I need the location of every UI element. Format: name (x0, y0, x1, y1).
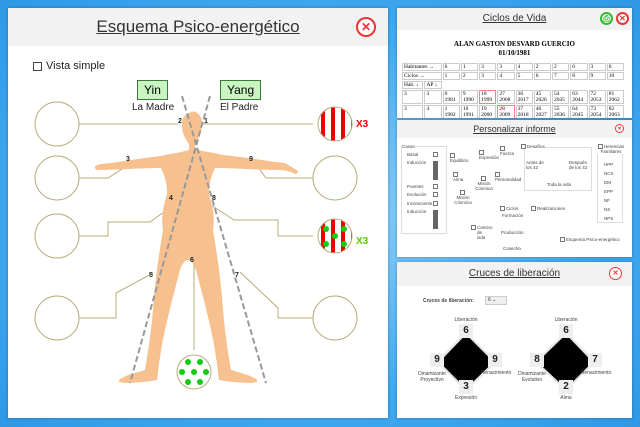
point-3: 3 (126, 156, 130, 163)
point-9: 9 (249, 156, 253, 163)
point-2: 2 (178, 118, 182, 125)
herencia-item: NPS (604, 216, 614, 221)
bottom_label-text: Expresión (454, 395, 478, 401)
x3-green: X3 (356, 236, 369, 247)
bottom-box: 3 (459, 380, 473, 394)
panel-title: Personalizar informe (473, 124, 556, 134)
close-button[interactable]: ✕ (356, 17, 376, 37)
point-7: 7 (235, 272, 239, 279)
el-padre-label: El Padre (220, 102, 259, 113)
renacimiento-box: 7 (588, 353, 602, 367)
panel-header: Ciclos de Vida ⎙ ✕ (397, 8, 632, 30)
close-button[interactable]: ✕ (616, 12, 629, 25)
yang-tag: Yang (220, 80, 262, 100)
top_label-text: Liberación (454, 317, 478, 323)
point-1: 1 (204, 118, 208, 125)
energy-circle (312, 295, 358, 341)
person-name: ALAN GASTON DESVARD GUERCIO (454, 40, 575, 48)
energy-circle (34, 213, 80, 259)
energy-circle (312, 155, 358, 201)
checkbox-icon (33, 61, 42, 71)
panel-header: Cruces de liberación ✕ (397, 262, 632, 286)
close-button[interactable]: ✕ (615, 124, 624, 133)
x3-red: X3 (356, 119, 369, 130)
left_label-text: Dinamizante Evolutivo (518, 371, 546, 383)
yin-tag: Yin (137, 80, 168, 100)
herencia-item: HPP (604, 162, 614, 167)
birth-date: 01/10/1981 (498, 49, 531, 57)
point-8: 8 (212, 195, 216, 202)
bottom-box: 2 (559, 380, 573, 394)
cruces-select[interactable]: 6 ⌄ (485, 296, 507, 305)
energy-circle (34, 101, 80, 147)
left_label-text: Dinamizante Proyectivo (418, 371, 446, 383)
panel-title: Esquema Psico-energético (96, 17, 300, 36)
point-6: 6 (190, 257, 194, 264)
panel-header: Esquema Psico-energético ✕ (8, 8, 388, 46)
herencia-item: NS (604, 207, 611, 212)
point-5: 5 (149, 272, 153, 279)
herencia-item: DM (604, 180, 611, 185)
panel-title: Cruces de liberación (468, 268, 561, 279)
liberacion-box: 6 (559, 324, 573, 338)
right_label-text: Renacimiento (480, 370, 512, 376)
point-4: 4 (169, 195, 173, 202)
panel-header: Personalizar informe ✕ (397, 120, 632, 138)
select-label: Cruces de liberación: (423, 298, 474, 304)
herencia-item: NCS (604, 171, 614, 176)
personalizar-panel: Personalizar informe ✕ Casas Basal Induc… (397, 120, 632, 257)
esquema-panel: Esquema Psico-energético ✕ Vista simple … (8, 8, 388, 418)
vista-simple-checkbox[interactable]: Vista simple (33, 60, 105, 72)
herencia-item: NF (604, 198, 610, 203)
herencia-item: EPP (604, 189, 614, 194)
renacimiento-box: 9 (488, 353, 502, 367)
top_label-text: Liberación (554, 317, 578, 323)
energy-circle-green-dots (176, 354, 212, 390)
close-button[interactable]: ✕ (609, 267, 622, 280)
cruces-panel: Cruces de liberación ✕ Cruces de liberac… (397, 262, 632, 418)
right_label-text: Renacimiento (580, 370, 612, 376)
liberacion-box: 6 (459, 324, 473, 338)
dinamizante-box: 8 (530, 353, 544, 367)
panel-title: Ciclos de Vida (482, 13, 547, 24)
ciclos-panel: Ciclos de Vida ⎙ ✕ ALAN GASTON DESVARD G… (397, 8, 632, 118)
bottom_label-text: Alma (560, 395, 572, 401)
energy-circle (34, 155, 80, 201)
la-madre-label: La Madre (132, 102, 175, 113)
energy-circle-red-stripes (317, 106, 353, 142)
energy-circle-red-green (317, 218, 353, 254)
print-button[interactable]: ⎙ (600, 12, 613, 25)
body-silhouette (94, 111, 298, 383)
vista-simple-label: Vista simple (46, 60, 106, 72)
dinamizante-box: 9 (430, 353, 444, 367)
energy-circle (34, 295, 80, 341)
